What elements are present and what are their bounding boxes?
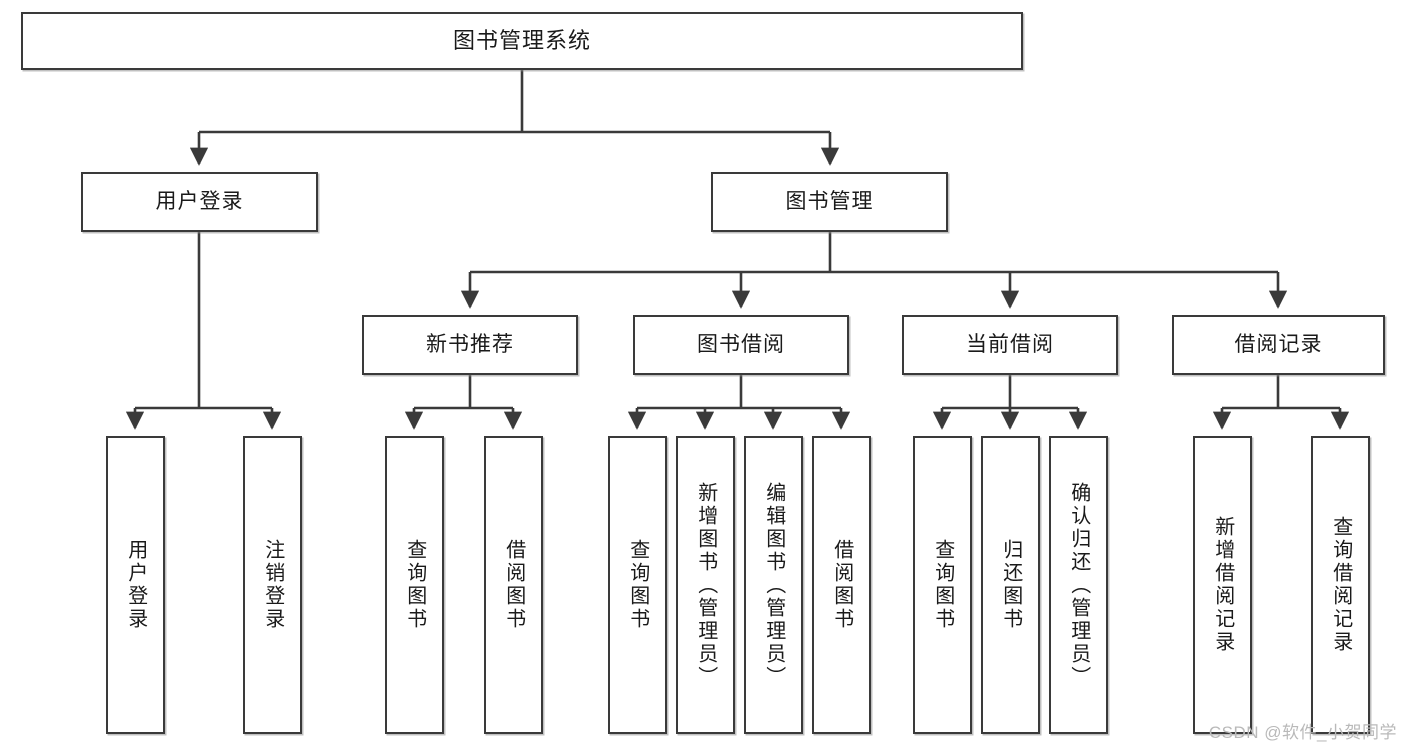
leaf-label: 新增图书（管理员） [694,481,717,689]
leaf-label: 借阅图书 [502,539,525,631]
leaf-label: 新增借阅记录 [1211,516,1234,654]
leaf-user-login-login[interactable]: 用户登录 [106,436,165,734]
leaf-label: 确认归还（管理员） [1067,481,1090,689]
leaf-label: 借阅图书 [830,539,853,631]
leaf-current-borrow-query[interactable]: 查询图书 [913,436,972,734]
node-label: 图书管理 [785,190,874,214]
leaf-label: 查询借阅记录 [1329,516,1352,654]
leaf-new-book-borrow[interactable]: 借阅图书 [484,436,543,734]
leaf-label: 用户登录 [124,539,147,631]
node-label: 新书推荐 [426,333,514,357]
node-borrow-record[interactable]: 借阅记录 [1172,315,1385,375]
leaf-label: 归还图书 [999,539,1022,631]
leaf-borrow-record-query[interactable]: 查询借阅记录 [1311,436,1370,734]
node-label: 图书管理系统 [452,27,591,53]
node-book-manage[interactable]: 图书管理 [711,172,948,232]
node-root-system[interactable]: 图书管理系统 [21,12,1023,70]
leaf-book-borrow-query[interactable]: 查询图书 [608,436,667,734]
leaf-current-borrow-return[interactable]: 归还图书 [981,436,1040,734]
watermark-text: CSDN @软件_小贺同学 [1208,723,1397,742]
node-current-borrow[interactable]: 当前借阅 [902,315,1118,375]
node-book-borrow[interactable]: 图书借阅 [633,315,849,375]
leaf-new-book-query[interactable]: 查询图书 [385,436,444,734]
node-label: 当前借阅 [966,333,1054,357]
leaf-label: 查询图书 [931,539,954,631]
leaf-current-borrow-confirm[interactable]: 确认归还（管理员） [1049,436,1108,734]
leaf-borrow-record-add[interactable]: 新增借阅记录 [1193,436,1252,734]
leaf-label: 注销登录 [261,539,284,631]
node-label: 借阅记录 [1234,333,1323,357]
leaf-book-borrow-add[interactable]: 新增图书（管理员） [676,436,735,734]
leaf-label: 查询图书 [403,539,426,631]
leaf-book-borrow-edit[interactable]: 编辑图书（管理员） [744,436,803,734]
node-label: 用户登录 [155,190,244,214]
node-user-login[interactable]: 用户登录 [81,172,318,232]
leaf-user-login-logout[interactable]: 注销登录 [243,436,302,734]
leaf-book-borrow-borrow[interactable]: 借阅图书 [812,436,871,734]
leaf-label: 编辑图书（管理员） [762,481,785,689]
node-new-book-recommend[interactable]: 新书推荐 [362,315,578,375]
node-label: 图书借阅 [697,333,785,357]
leaf-label: 查询图书 [626,539,649,631]
